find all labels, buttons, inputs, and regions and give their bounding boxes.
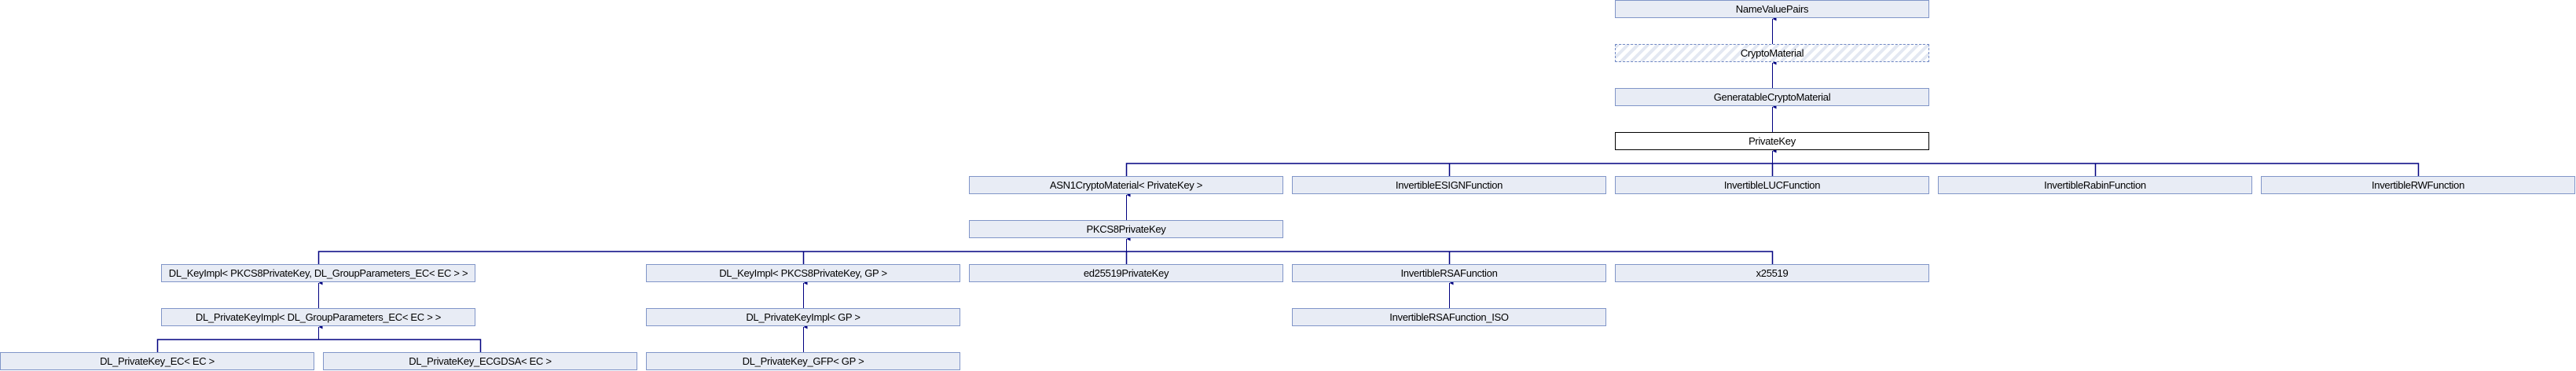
class-node-namevaluepairs[interactable]: NameValuePairs bbox=[1615, 0, 1929, 18]
class-node-pkcs8privatekey[interactable]: PKCS8PrivateKey bbox=[969, 220, 1283, 238]
class-node-dl-privatekey-gfp[interactable]: DL_PrivateKey_GFP< GP > bbox=[646, 352, 960, 370]
class-node-invertiblelucfunction[interactable]: InvertibleLUCFunction bbox=[1615, 176, 1929, 194]
class-node-invertiblerabinfunction[interactable]: InvertibleRabinFunction bbox=[1938, 176, 2252, 194]
class-node-dl-privatekey-ec[interactable]: DL_PrivateKey_EC< EC > bbox=[0, 352, 314, 370]
class-node-invertiblersafunction[interactable]: InvertibleRSAFunction bbox=[1292, 264, 1606, 282]
class-node-invertiblerwfunction[interactable]: InvertibleRWFunction bbox=[2261, 176, 2575, 194]
class-node-dl-privatekeyimpl-gp[interactable]: DL_PrivateKeyImpl< GP > bbox=[646, 308, 960, 326]
class-node-asn1cryptomaterial[interactable]: ASN1CryptoMaterial< PrivateKey > bbox=[969, 176, 1283, 194]
class-node-dl-privatekeyimpl-ec[interactable]: DL_PrivateKeyImpl< DL_GroupParameters_EC… bbox=[161, 308, 475, 326]
class-node-privatekey-current: PrivateKey bbox=[1615, 132, 1929, 150]
class-node-x25519[interactable]: x25519 bbox=[1615, 264, 1929, 282]
edge-row6-bus bbox=[317, 251, 1774, 264]
class-node-cryptomaterial[interactable]: CryptoMaterial bbox=[1615, 44, 1929, 62]
class-node-dl-privatekey-ecgdsa[interactable]: DL_PrivateKey_ECGDSA< EC > bbox=[323, 352, 637, 370]
class-node-generatablecryptomaterial[interactable]: GeneratableCryptoMaterial bbox=[1615, 88, 1929, 106]
class-node-ed25519privatekey[interactable]: ed25519PrivateKey bbox=[969, 264, 1283, 282]
edge-row8-bus bbox=[156, 339, 482, 352]
class-node-dl-keyimpl-ec[interactable]: DL_KeyImpl< PKCS8PrivateKey, DL_GroupPar… bbox=[161, 264, 475, 282]
edge-row4-bus bbox=[1125, 163, 2420, 176]
class-node-invertibleesignfunction[interactable]: InvertibleESIGNFunction bbox=[1292, 176, 1606, 194]
class-node-dl-keyimpl-gp[interactable]: DL_KeyImpl< PKCS8PrivateKey, GP > bbox=[646, 264, 960, 282]
class-node-invertiblersafunction-iso[interactable]: InvertibleRSAFunction_ISO bbox=[1292, 308, 1606, 326]
